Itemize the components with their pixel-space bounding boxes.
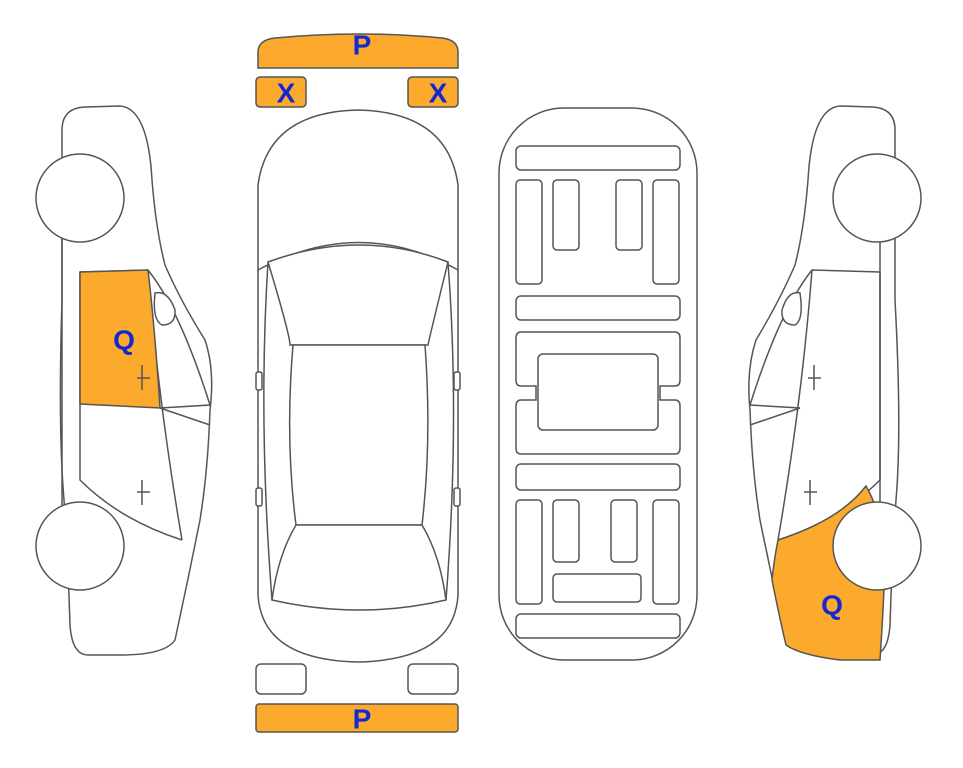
right-front-wheel [832, 153, 922, 243]
left-mirror-side [153, 291, 176, 326]
roof [288, 344, 429, 526]
left-rear-wheel [35, 501, 125, 591]
front-left-light-code: X [277, 78, 296, 109]
front-right-light[interactable]: X [407, 76, 459, 109]
top-view [255, 109, 461, 663]
left-pillar [263, 261, 273, 601]
front-left-light[interactable]: X [255, 76, 307, 109]
right-mirror [453, 371, 461, 391]
underbody-view [498, 107, 698, 661]
left-mirror [255, 371, 263, 391]
left-front-wheel [35, 153, 125, 243]
left-rear-handle [255, 487, 263, 507]
left-front-door[interactable] [79, 269, 161, 409]
rear-right-light[interactable] [407, 663, 459, 695]
left-side-view: Q [35, 105, 213, 656]
front-bumper-code: P [353, 30, 372, 61]
front-right-light-code: X [429, 78, 448, 109]
right-mirror-side [781, 291, 802, 326]
right-side-view: Q [748, 105, 922, 661]
right-rear-handle [453, 487, 461, 507]
right-rear-quarter-code: Q [821, 590, 843, 621]
front-bumper[interactable]: P [257, 30, 459, 69]
right-pillar [445, 261, 455, 601]
windshield [267, 244, 449, 346]
rear-left-light[interactable] [255, 663, 307, 695]
rear-window [271, 524, 447, 611]
rear-bumper-code: P [353, 704, 372, 735]
rear-bumper[interactable]: P [255, 703, 459, 735]
right-rear-wheel [832, 501, 922, 591]
left-front-door-code: Q [113, 325, 135, 356]
